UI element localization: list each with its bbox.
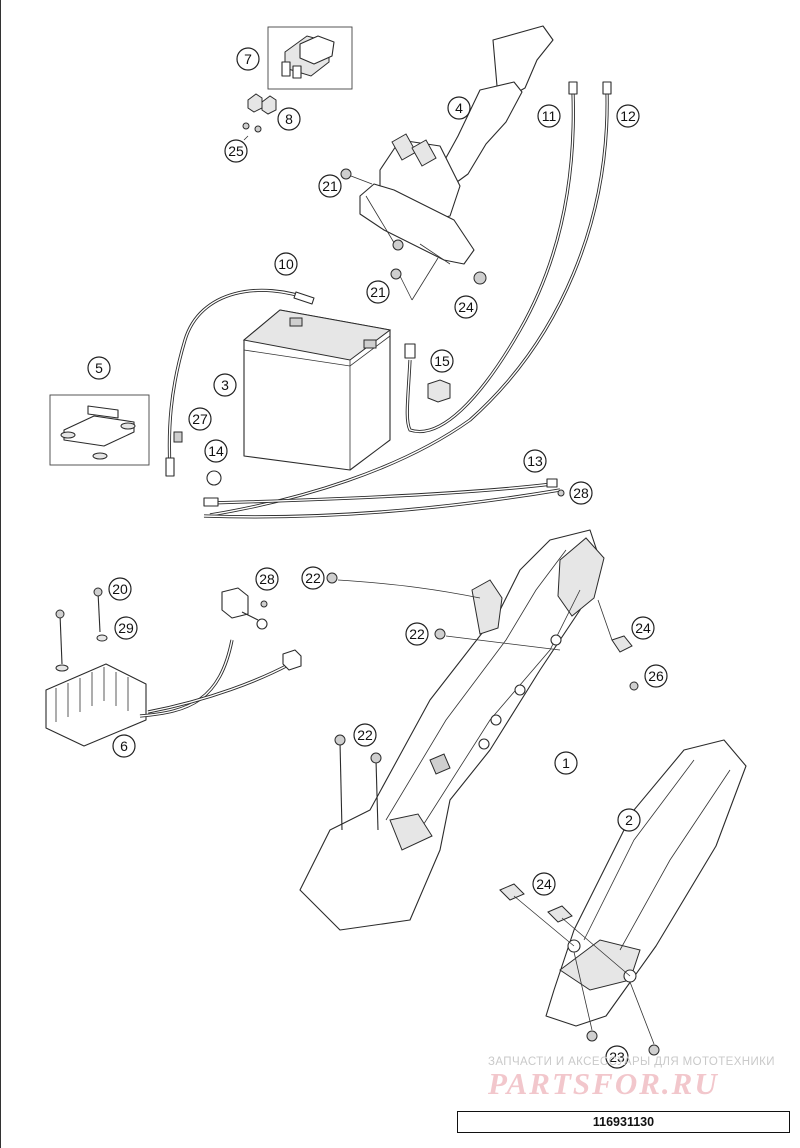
cable-13	[203, 478, 565, 519]
small-screws	[242, 122, 262, 141]
svg-text:24: 24	[635, 620, 651, 636]
svg-text:20: 20	[112, 581, 128, 597]
svg-text:4: 4	[455, 100, 463, 116]
callout-28-top: 28	[255, 567, 279, 591]
callout-20: 20	[108, 577, 132, 601]
callout-5: 5	[87, 356, 111, 380]
svg-text:28: 28	[573, 485, 589, 501]
terminal-small-parts	[173, 379, 451, 486]
callout-6: 6	[112, 734, 136, 758]
callout-2: 2	[617, 808, 641, 832]
page-left-border	[0, 0, 1, 1148]
svg-text:29: 29	[118, 620, 134, 636]
rear-cover-part	[545, 739, 747, 1027]
svg-text:28: 28	[259, 571, 275, 587]
svg-text:22: 22	[357, 727, 373, 743]
svg-text:27: 27	[192, 411, 208, 427]
watermark-logo: PARTSFOR.RU	[488, 1066, 719, 1101]
callout-1: 1	[554, 751, 578, 775]
svg-text:22: 22	[409, 626, 425, 642]
callout-10: 10	[274, 252, 298, 276]
svg-text:26: 26	[648, 668, 664, 684]
battery-strap-part	[49, 394, 150, 466]
svg-text:8: 8	[285, 111, 293, 127]
callout-12: 12	[616, 104, 640, 128]
callout-29: 29	[114, 616, 138, 640]
svg-text:6: 6	[120, 738, 128, 754]
nut-parts	[340, 168, 439, 301]
callout-11: 11	[537, 104, 561, 128]
svg-text:25: 25	[228, 143, 244, 159]
svg-text:11: 11	[542, 108, 557, 124]
callout-24-top: 24	[454, 295, 478, 319]
callout-21-top: 21	[318, 174, 342, 198]
subframe-part	[299, 529, 605, 931]
callout-24-middle: 24	[631, 616, 655, 640]
svg-text:14: 14	[208, 443, 224, 459]
callout-14: 14	[204, 439, 228, 463]
cable-10	[165, 288, 315, 477]
document-number-box: 116931130	[457, 1111, 790, 1133]
callout-24-lower: 24	[532, 872, 556, 896]
callout-27: 27	[188, 407, 212, 431]
callout-21-bottom: 21	[366, 280, 390, 304]
subframe-clips	[597, 599, 639, 691]
svg-text:2: 2	[625, 812, 633, 828]
svg-text:7: 7	[244, 51, 252, 67]
svg-text:12: 12	[620, 108, 636, 124]
battery-bracket-part	[359, 25, 554, 285]
svg-text:15: 15	[434, 353, 450, 369]
svg-text:3: 3	[221, 377, 229, 393]
regulator-bolts	[55, 587, 108, 672]
subframe-bolts	[326, 572, 561, 831]
callout-15: 15	[430, 349, 454, 373]
callout-25: 25	[224, 139, 248, 163]
relay-part	[267, 26, 353, 90]
svg-text:23: 23	[609, 1049, 625, 1065]
svg-text:24: 24	[536, 876, 552, 892]
svg-text:22: 22	[305, 570, 321, 586]
svg-text:10: 10	[278, 256, 294, 272]
callout-28-right: 28	[569, 481, 593, 505]
callout-23: 23	[605, 1045, 629, 1069]
svg-text:13: 13	[527, 453, 543, 469]
callout-7: 7	[236, 47, 260, 71]
callout-22-top: 22	[301, 566, 325, 590]
svg-text:21: 21	[322, 178, 338, 194]
callout-22-lower: 22	[353, 723, 377, 747]
callout-3: 3	[213, 373, 237, 397]
clip-parts	[247, 93, 277, 115]
regulator-part	[45, 587, 302, 747]
cable-11-12	[209, 81, 612, 517]
svg-text:5: 5	[95, 360, 103, 376]
callout-13: 13	[523, 449, 547, 473]
svg-text:21: 21	[370, 284, 386, 300]
battery-part	[242, 309, 392, 471]
watermark-tagline: ЗАПЧАСТИ И АКСЕССУАРЫ ДЛЯ МОТОТЕХНИКИ	[488, 1056, 775, 1068]
svg-text:1: 1	[562, 755, 570, 771]
rear-cover-clips	[499, 883, 660, 1056]
callout-22-middle: 22	[405, 622, 429, 646]
callout-26: 26	[644, 664, 668, 688]
svg-text:24: 24	[458, 299, 474, 315]
document-number: 116931130	[592, 1115, 655, 1129]
callout-8: 8	[277, 107, 301, 131]
callout-4: 4	[447, 96, 471, 120]
